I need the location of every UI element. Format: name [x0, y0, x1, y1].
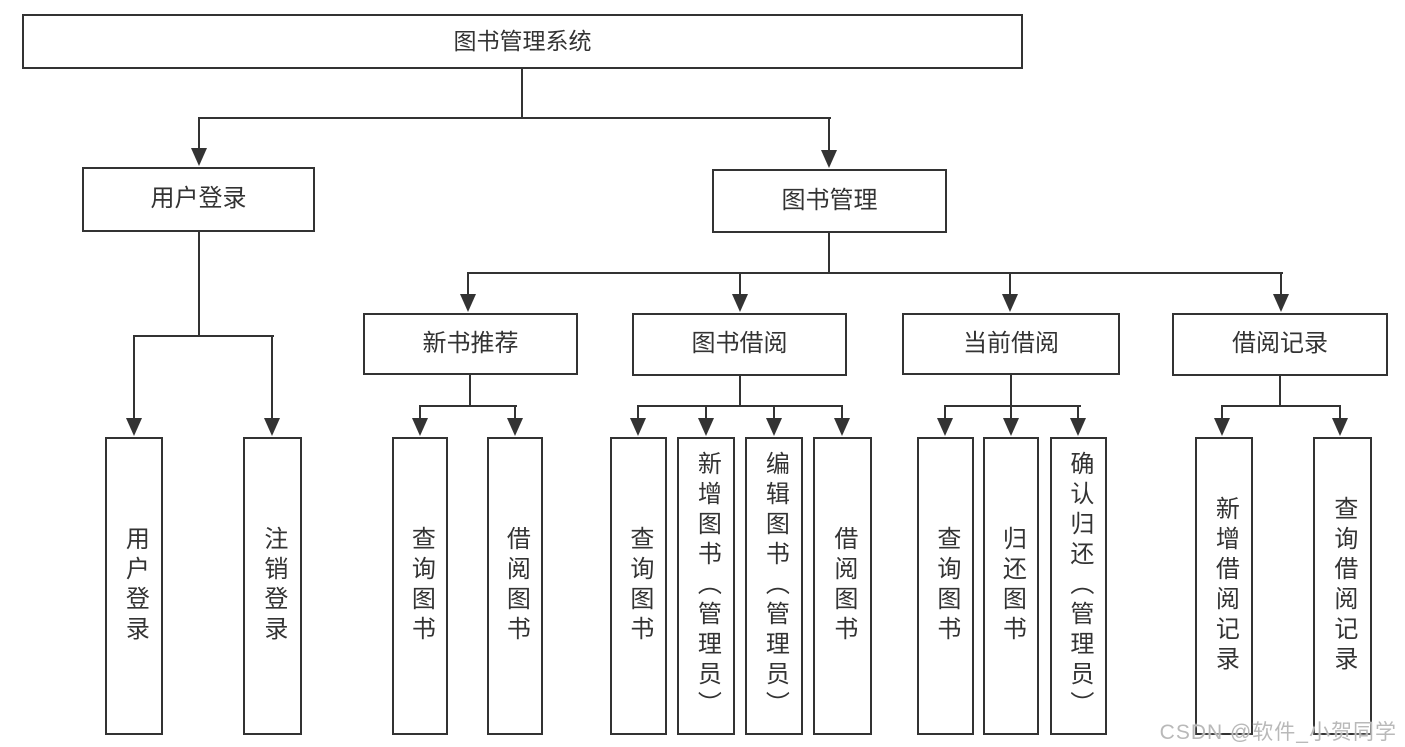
node-book-borrowing: 图书借阅: [632, 313, 847, 376]
connector-line: [133, 335, 135, 423]
connector-line: [1009, 272, 1011, 298]
arrowhead-down-icon: [834, 418, 850, 436]
connector-line: [467, 272, 1283, 274]
arrowhead-down-icon: [1003, 418, 1019, 436]
node-library-system: 图书管理系统: [22, 14, 1023, 69]
arrowhead-down-icon: [264, 418, 280, 436]
node-new-book-recommend: 新书推荐: [363, 313, 578, 375]
connector-line: [637, 405, 843, 407]
connector-line: [1279, 375, 1281, 407]
connector-line: [944, 405, 1081, 407]
arrowhead-down-icon: [1002, 294, 1018, 312]
connector-line: [198, 117, 831, 119]
arrowhead-down-icon: [732, 294, 748, 312]
node-add-borrow-record: 新增借阅记录: [1195, 437, 1253, 735]
arrowhead-down-icon: [1273, 294, 1289, 312]
connector-line: [467, 272, 469, 298]
connector-line: [773, 405, 775, 423]
connector-line: [739, 375, 741, 407]
node-borrow-books-2: 借阅图书: [813, 437, 872, 735]
connector-line: [1221, 405, 1341, 407]
connector-line: [828, 232, 830, 274]
arrowhead-down-icon: [937, 418, 953, 436]
connector-line: [637, 405, 639, 423]
connector-line: [739, 272, 741, 298]
node-borrow-books-1: 借阅图书: [487, 437, 543, 735]
arrowhead-down-icon: [766, 418, 782, 436]
node-edit-books-admin: 编辑图书（管理员）: [745, 437, 803, 735]
node-user-login: 用户登录: [82, 167, 315, 232]
node-query-books-1: 查询图书: [392, 437, 448, 735]
connector-line: [514, 405, 516, 423]
arrowhead-down-icon: [507, 418, 523, 436]
connector-line: [944, 405, 946, 423]
connector-line: [198, 117, 200, 153]
connector-line: [271, 335, 273, 423]
node-return-books: 归还图书: [983, 437, 1039, 735]
connector-line: [419, 405, 421, 423]
connector-line: [133, 335, 274, 337]
node-user-login-leaf: 用户登录: [105, 437, 163, 735]
connector-line: [705, 405, 707, 423]
connector-line: [1010, 405, 1012, 423]
connector-line: [521, 68, 523, 119]
node-query-books-3: 查询图书: [917, 437, 974, 735]
connector-line: [1221, 405, 1223, 423]
connector-line: [1339, 405, 1341, 423]
arrowhead-down-icon: [698, 418, 714, 436]
node-book-management: 图书管理: [712, 169, 947, 233]
node-borrowing-records: 借阅记录: [1172, 313, 1388, 376]
arrowhead-down-icon: [1070, 418, 1086, 436]
node-query-borrow-record: 查询借阅记录: [1313, 437, 1372, 735]
arrowhead-down-icon: [1214, 418, 1230, 436]
connector-line: [841, 405, 843, 423]
arrowhead-down-icon: [191, 148, 207, 166]
arrowhead-down-icon: [460, 294, 476, 312]
arrowhead-down-icon: [126, 418, 142, 436]
node-confirm-return-admin: 确认归还（管理员）: [1050, 437, 1107, 735]
arrowhead-down-icon: [821, 150, 837, 168]
connector-line: [1077, 405, 1079, 423]
arrowhead-down-icon: [630, 418, 646, 436]
watermark: CSDN @软件_小贺同学: [1159, 721, 1397, 744]
connector-line: [469, 374, 471, 407]
connector-line: [419, 405, 517, 407]
node-current-borrowing: 当前借阅: [902, 313, 1120, 375]
arrowhead-down-icon: [1332, 418, 1348, 436]
node-query-books-2: 查询图书: [610, 437, 667, 735]
connector-line: [1280, 272, 1282, 298]
connector-line: [198, 231, 200, 337]
arrowhead-down-icon: [412, 418, 428, 436]
connector-line: [828, 117, 830, 155]
connector-line: [1010, 374, 1012, 407]
node-logout-leaf: 注销登录: [243, 437, 302, 735]
node-add-books-admin: 新增图书（管理员）: [677, 437, 735, 735]
